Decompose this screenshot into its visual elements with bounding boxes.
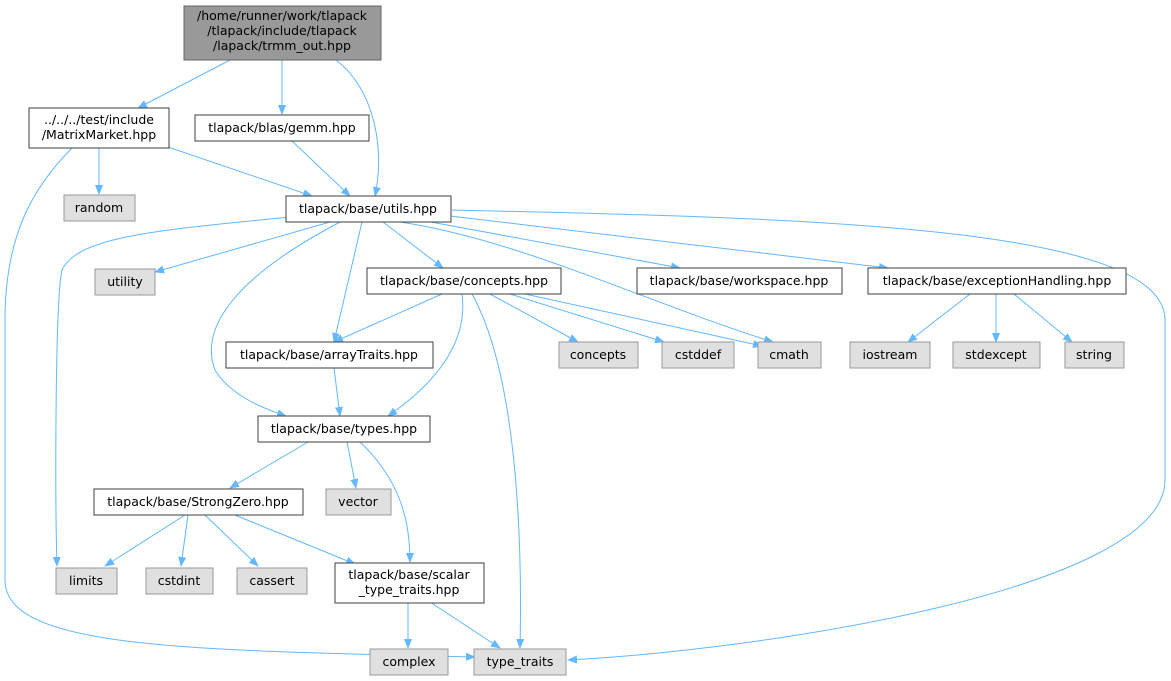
edge-strongzero-to-cassert — [204, 514, 259, 567]
edge-concepts-to-cstddef — [509, 293, 665, 344]
node-label: vector — [338, 494, 379, 509]
node-label: tlapack/base/types.hpp — [271, 421, 417, 436]
edge-strongzero-to-cstdint — [178, 514, 189, 567]
edge-concepts-to-type-traits — [471, 293, 525, 649]
node-complex[interactable]: complex — [369, 648, 449, 676]
node-label: cstddef — [675, 347, 722, 362]
node-label-line: _type_traits.hpp — [358, 582, 460, 597]
edge-trmm-to-utils — [335, 59, 381, 197]
edge-scalar-to-type-traits — [429, 601, 501, 649]
node-label-line: /tlapack/include/tlapack — [207, 23, 357, 38]
node-label: utility — [107, 274, 143, 289]
node-label: tlapack/base/arrayTraits.hpp — [240, 347, 418, 362]
edge-matrixmarket-to-type-traits — [4, 147, 476, 661]
node-arraytraits[interactable]: tlapack/base/arrayTraits.hpp — [225, 341, 434, 369]
node-cstdint[interactable]: cstdint — [145, 567, 214, 595]
node-label: stdexcept — [965, 347, 1026, 362]
edge-utils-to-type-traits — [451, 209, 1166, 664]
node-strongzero[interactable]: tlapack/base/StrongZero.hpp — [93, 488, 304, 516]
node-vector[interactable]: vector — [325, 488, 392, 516]
node-label: tlapack/base/utils.hpp — [299, 201, 437, 216]
node-string[interactable]: string — [1064, 341, 1125, 369]
edge-strongzero-to-scalar — [229, 512, 356, 565]
edge-concepts-to-types — [387, 293, 464, 417]
node-limits[interactable]: limits — [55, 567, 118, 595]
node-label: cassert — [249, 573, 294, 588]
node-label-line: /lapack/trmm_out.hpp — [213, 38, 351, 53]
node-label: cstdint — [158, 573, 201, 588]
edge-concepts-to-cmath — [524, 293, 763, 348]
edge-utils-to-limits — [52, 216, 291, 567]
node-stdexcept[interactable]: stdexcept — [952, 341, 1041, 369]
node-workspace[interactable]: tlapack/base/workspace.hpp — [636, 267, 843, 295]
edge-utils-to-workspace — [419, 219, 681, 271]
node-trmm-out[interactable]: /home/runner/work/tlapack /tlapack/inclu… — [183, 5, 382, 61]
node-types[interactable]: tlapack/base/types.hpp — [257, 415, 431, 443]
node-cmath[interactable]: cmath — [757, 341, 822, 369]
node-label-line: tlapack/base/scalar — [348, 567, 470, 582]
node-type-traits[interactable]: type_traits — [473, 648, 567, 676]
node-label: iostream — [863, 347, 918, 362]
node-label: limits — [69, 573, 103, 588]
edge-exception-to-string — [1013, 293, 1073, 343]
edge-utils-to-utility — [154, 221, 331, 274]
edge-utils-to-concepts-hpp — [382, 221, 444, 269]
node-random[interactable]: random — [63, 194, 136, 222]
node-label: tlapack/base/exceptionHandling.hpp — [883, 273, 1112, 288]
edge-utils-to-cmath — [399, 221, 774, 344]
edge-concepts-to-concepts — [489, 293, 579, 343]
edge-concepts-to-arraytraits — [333, 293, 443, 343]
node-utility[interactable]: utility — [94, 268, 156, 296]
node-concepts-hpp[interactable]: tlapack/base/concepts.hpp — [366, 267, 562, 295]
node-label: tlapack/blas/gemm.hpp — [208, 120, 356, 135]
node-label: random — [75, 200, 123, 215]
edges — [4, 59, 1166, 664]
node-cassert[interactable]: cassert — [236, 567, 308, 595]
node-label-line: /MatrixMarket.hpp — [42, 127, 156, 142]
edge-types-to-strongzero — [229, 441, 309, 489]
node-label: tlapack/base/StrongZero.hpp — [107, 494, 289, 509]
node-iostream[interactable]: iostream — [849, 341, 931, 369]
edge-exception-to-iostream — [907, 293, 971, 343]
node-label-line: ../../../test/include — [44, 112, 154, 127]
edge-strongzero-to-limits — [104, 514, 186, 567]
node-label: type_traits — [487, 654, 554, 669]
node-utils[interactable]: tlapack/base/utils.hpp — [285, 195, 452, 223]
node-label: tlapack/base/concepts.hpp — [380, 273, 548, 288]
node-gemm[interactable]: tlapack/blas/gemm.hpp — [194, 114, 370, 142]
edge-types-to-scalar — [359, 441, 414, 563]
edge-gemm-to-utils — [291, 140, 351, 197]
edge-utils-to-types — [211, 221, 341, 417]
edge-types-to-vector — [346, 441, 359, 489]
node-concepts[interactable]: concepts — [558, 341, 639, 369]
edge-trmm-to-matrixmarket — [137, 59, 231, 109]
node-label: concepts — [570, 347, 626, 362]
edge-matrixmarket-to-utils — [164, 145, 313, 197]
edge-utils-to-arraytraits — [332, 221, 363, 343]
node-label-line: /home/runner/work/tlapack — [197, 8, 368, 23]
node-matrixmarket[interactable]: ../../../test/include /MatrixMarket.hpp — [28, 107, 170, 149]
edge-arraytraits-to-types — [333, 367, 343, 417]
node-label: string — [1076, 347, 1112, 362]
node-scalar-type-traits[interactable]: tlapack/base/scalar _type_traits.hpp — [334, 562, 485, 604]
edge-utils-to-exception — [449, 215, 889, 271]
node-label: complex — [383, 654, 436, 669]
node-exception-handling[interactable]: tlapack/base/exceptionHandling.hpp — [867, 267, 1127, 295]
node-cstddef[interactable]: cstddef — [661, 341, 735, 369]
node-label: cmath — [769, 347, 809, 362]
node-label: tlapack/base/workspace.hpp — [650, 273, 829, 288]
